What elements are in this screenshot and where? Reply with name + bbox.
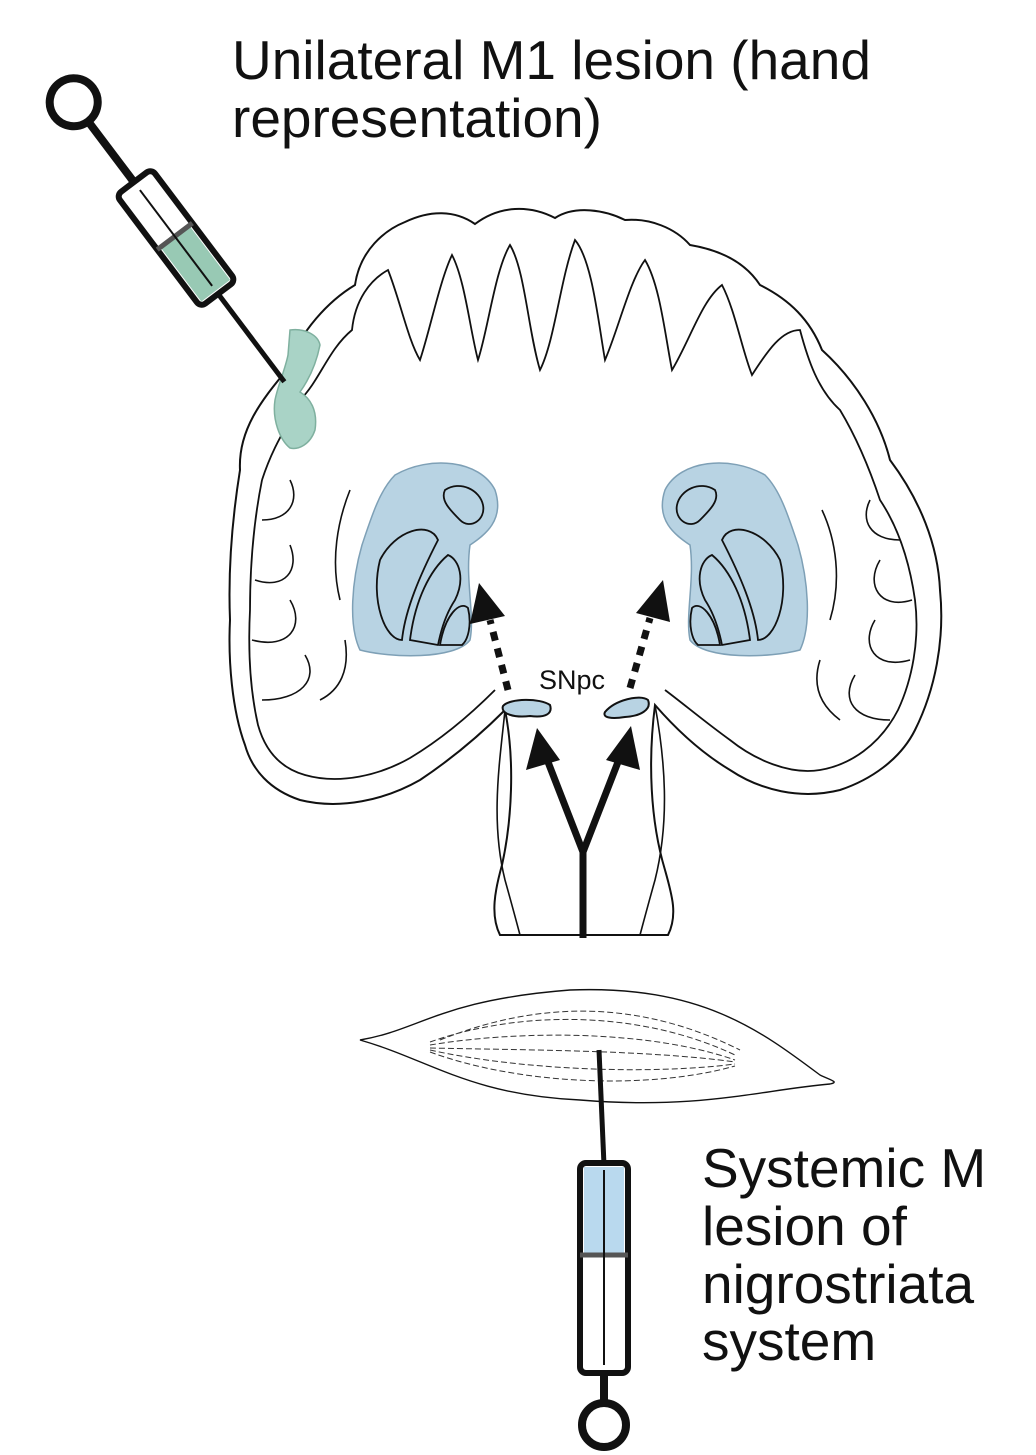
syringe-bottom-plunger-ring: [582, 1403, 626, 1447]
top-caption: Unilateral M1 lesion (hand representatio…: [232, 32, 871, 148]
top-caption-line-1: Unilateral M1 lesion (hand: [232, 32, 871, 90]
bottom-caption-line-1: Systemic M: [702, 1140, 986, 1198]
top-caption-line-2: representation): [232, 90, 871, 148]
bottom-caption-line-2: lesion of: [702, 1198, 986, 1256]
syringe-top-needle: [218, 294, 284, 382]
bottom-caption-line-4: system: [702, 1313, 986, 1371]
bottom-caption-line-3: nigrostriata: [702, 1256, 986, 1314]
syringe-bottom: [580, 1050, 628, 1447]
snpc-left: [503, 700, 551, 717]
bottom-caption: Systemic M lesion of nigrostriata system: [702, 1140, 986, 1371]
syringe-top-plunger-rod: [88, 121, 134, 182]
snpc-label: SNpc: [539, 666, 605, 694]
syringe-top-plunger-ring: [40, 69, 107, 136]
muscle: [360, 990, 834, 1103]
